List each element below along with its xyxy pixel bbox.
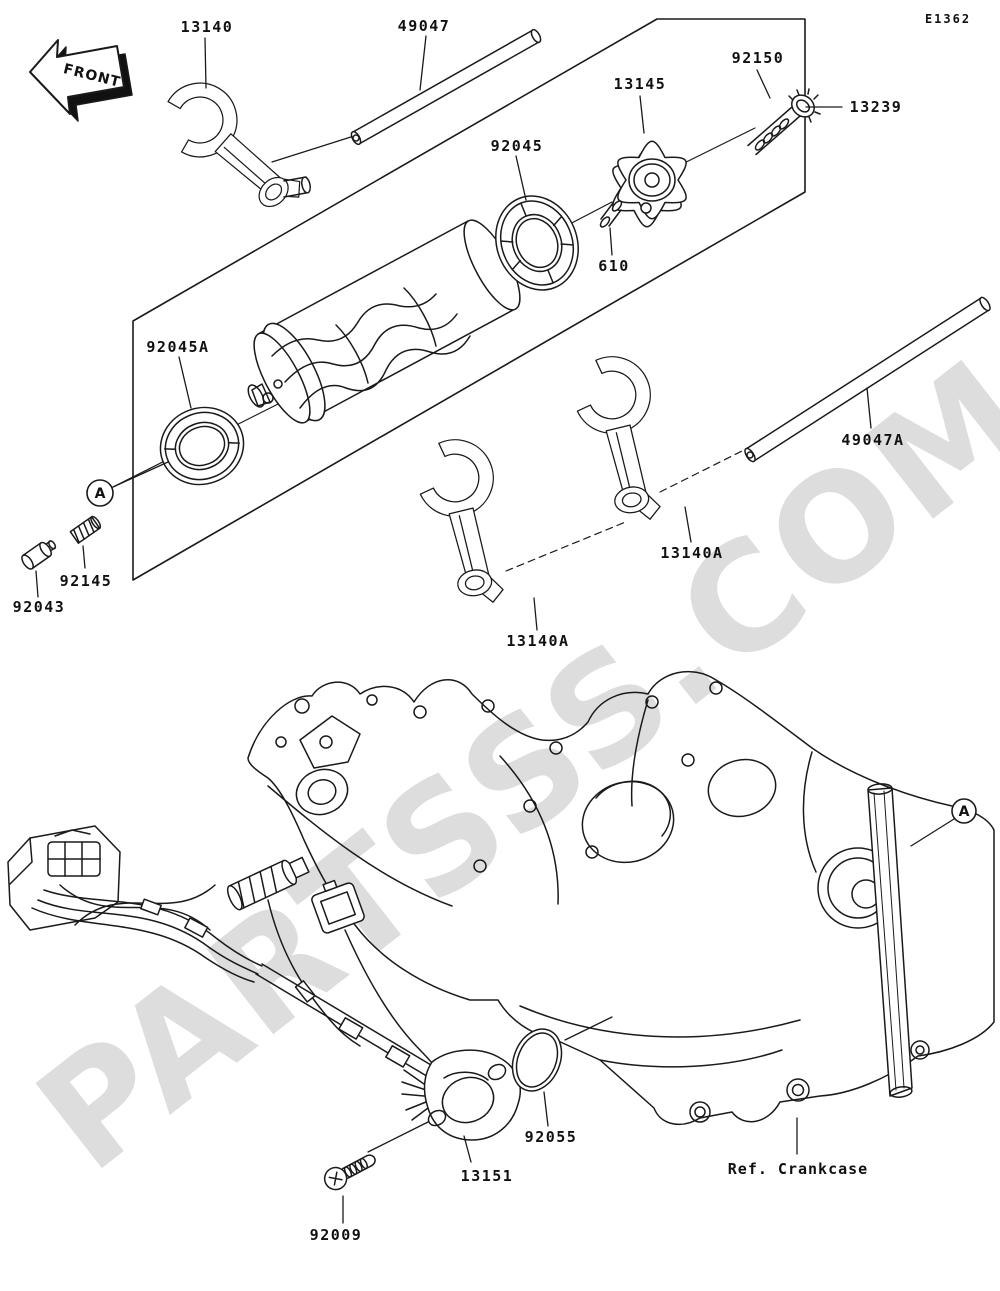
part-label-13140A-center: 13140A [506, 632, 570, 650]
shift-rod-49047-drawing [350, 28, 542, 146]
part-label-13145: 13145 [613, 75, 667, 93]
shift-fork-13140-drawing [164, 62, 312, 232]
part-label-92055: 92055 [524, 1128, 578, 1146]
harness-drawing [7, 825, 441, 1121]
part-label-92045A: 92045A [146, 338, 210, 356]
part-label-92150: 92150 [731, 49, 785, 67]
part-label-92009: 92009 [309, 1226, 363, 1244]
o-ring-92055-drawing [511, 1028, 563, 1092]
gear-change-drum-drawing [247, 219, 521, 424]
diagram-code: E1362 [924, 12, 972, 26]
part-label-13140A-right: 13140A [660, 544, 724, 562]
detail-marker-a-right-circle [951, 798, 977, 824]
detail-marker-a-left-circle [86, 479, 114, 507]
part-label-92145: 92145 [59, 572, 113, 590]
gear-position-switch-13151-drawing [423, 1049, 521, 1141]
part-label-49047A: 49047A [841, 431, 905, 449]
pin-610-drawing [599, 200, 623, 228]
plug-92043-drawing [21, 540, 57, 570]
shift-fork-13140A-center-drawing [390, 432, 547, 612]
detail-marker-a-right: A [958, 804, 970, 820]
shift-fork-13140A-right-drawing [547, 349, 704, 529]
ball-bearing-92045-drawing [495, 195, 579, 291]
part-label-92043: 92043 [12, 598, 66, 616]
part-label-13239: 13239 [849, 98, 903, 116]
part-label-49047: 49047 [397, 17, 451, 35]
oil-seal-92045A-drawing [159, 406, 245, 486]
fork-rod-fit-lines [505, 449, 745, 572]
bolt-92150-drawing [747, 88, 821, 156]
part-label-610: 610 [598, 257, 630, 275]
cam-plate-13145-drawing [612, 140, 687, 228]
screw-92009-drawing [323, 1154, 376, 1191]
ref-crankcase-label: Ref. Crankcase [727, 1160, 869, 1178]
crankcase-drawing [247, 670, 995, 1126]
part-label-13151: 13151 [460, 1167, 514, 1185]
detail-marker-a-left: A [94, 486, 106, 502]
part-label-92045: 92045 [490, 137, 544, 155]
leader-lines [35, 35, 955, 1224]
part-label-13140: 13140 [180, 18, 234, 36]
front-arrow [29, 39, 133, 122]
spring-pin-92145-drawing [69, 515, 102, 544]
shift-rod-49047A-drawing [744, 296, 991, 463]
